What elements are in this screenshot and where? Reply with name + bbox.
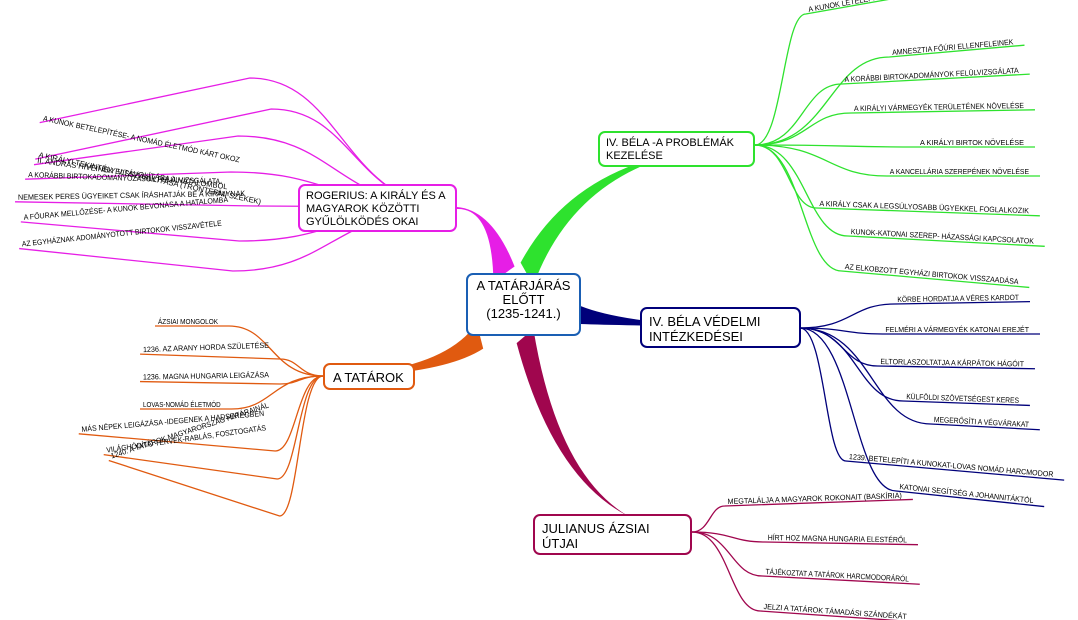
connector-tatarok [323,323,484,377]
leaf-label[interactable]: A KORÁBBI BIRTOKADOMÁNYOK FELÜLVIZSGÁLAT… [844,66,1019,84]
branch-tatarok[interactable]: A TATÁROK [323,363,415,390]
leaf-line [754,144,1040,177]
leaf-lines [15,0,1065,620]
branch-label-line: KEZELÉSE [606,150,663,162]
connector-julianus [516,328,692,533]
branch-label-line: ROGERIUS: A KIRÁLY ÉS A [306,190,446,202]
leaf-line [754,73,1030,146]
branch-label-line: JULIANUS ÁZSIAI [542,521,650,536]
leaf-line [691,531,920,585]
leaf-label[interactable]: A KIRÁLYI VÁRMEGYÉK TERÜLETÉNEK NÖVELÉSE [854,101,1024,113]
leaf-line [754,44,1025,146]
connector-bela-problemak [520,144,755,286]
leaf-line [140,375,324,410]
central-topic-line: (1235-1241.) [486,306,561,321]
branch-label-line: GYŰLÖLKÖDÉS OKAI [306,216,419,228]
central-topic[interactable]: A TATÁRJÁRÁS ELŐTT (1235-1241.) [466,273,581,336]
leaf-line [754,144,1030,289]
leaf-line [754,144,1035,148]
leaf-label[interactable]: KUNOK-KATONAI SZEREP- HÁZASSÁGI KAPCSOLA… [851,227,1034,246]
leaf-label[interactable]: HÍRT HOZ MAGNA HUNGARIA ELESTÉRŐL [768,533,907,544]
leaf-label[interactable]: JELZI A TATÁROK TÁMADÁSI SZÁNDÉKÁT [763,602,907,620]
leaf-label[interactable]: A KIRÁLYI BIRTOK NÖVELÉSE [920,138,1024,147]
branch-label-line: ÚTJAI [542,536,579,551]
leaf-line [799,327,1030,407]
branch-rogerius[interactable]: ROGERIUS: A KIRÁLY ÉS A MAGYAROK KÖZÖTTI… [298,184,457,232]
leaf-line [103,375,324,480]
leaf-line [799,300,1030,329]
leaf-line [799,327,1065,481]
branch-bela-problemak[interactable]: IV. BÉLA -A PROBLÉMÁK KEZELÉSE [598,131,755,167]
branch-label-line: A TATÁROK [333,370,404,385]
branch-label-line: INTÉZKEDÉSEI [649,329,743,344]
leaf-label[interactable]: MEGTALÁLJA A MAGYAROK ROKONAIT (BASKÍRIA… [727,491,902,506]
connectors [323,144,800,533]
leaf-label[interactable]: 1236. MAGNA HUNGARIA LEIGÁZÁSA [143,370,270,381]
leaf-line [691,531,918,546]
leaf-label[interactable]: 1239. BETELEPÍTI A KUNOKAT-LOVAS NOMÁD H… [849,452,1055,479]
leaf-label[interactable]: ÁZSIAI MONGOLOK [158,317,218,326]
leaf-line [78,375,324,452]
leaf-label[interactable]: A KIRÁLY CSAK A LEGSÚLYOSABB ÜGYEKKEL FO… [819,199,1029,215]
leaf-line [754,144,1045,247]
leaf-label[interactable]: ELTORLASZOLTATJA A KÁRPÁTOK HÁGÓIT [880,357,1024,369]
branch-label-line: IV. BÉLA -A PROBLÉMÁK [606,137,734,149]
branch-julianus[interactable]: JULIANUS ÁZSIAI ÚTJAI [533,514,692,555]
leaf-label[interactable]: A KUNOK LETELEPÍTÉSE-SZÉTTELEPÍTÉSE, MEG… [808,0,1012,14]
leaf-label[interactable]: KÜLFÖLDI SZÖVETSÉGEST KERES [906,392,1019,405]
leaf-label[interactable]: KÖRBE HORDATJA A VÉRES KARDOT [897,293,1019,304]
branch-label-line: IV. BÉLA VÉDELMI [649,314,761,329]
leaf-label[interactable]: FELMÉRI A VÁRMEGYÉK KATONAI EREJÉT [885,325,1029,334]
leaf-line [799,327,1045,508]
leaf-line [691,531,899,620]
leaf-line [155,325,324,377]
branch-label-line: MAGYAROK KÖZÖTTI [306,203,420,215]
leaf-label[interactable]: A KANCELLÁRIA SZEREPÉNEK NÖVELÉSE [890,167,1029,176]
leaf-label[interactable]: NEMESEK PERES ÜGYEIKET CSAK ÍRÁSHATJÁK B… [18,189,245,202]
central-topic-line: A TATÁRJÁRÁS [476,278,571,293]
leaf-label[interactable]: LOVAS-NOMÁD ÉLETMÓD [143,400,221,409]
leaf-line [140,353,324,377]
leaf-label[interactable]: AZ EGYHÁZNAK ADOMÁNYOTOTT BIRTOKOK VISSZ… [21,219,222,249]
leaf-line [754,0,889,146]
leaf-label[interactable]: 1236. AZ ARANY HORDA SZÜLETÉSE [143,341,269,354]
branch-bela-vedelmi[interactable]: IV. BÉLA VÉDELMI INTÉZKEDÉSEI [640,307,801,348]
connector-bela-vedelmi [579,306,800,329]
leaf-line [691,498,913,533]
leaf-line [799,327,1040,335]
leaf-line [799,327,1040,431]
connector-rogerius [457,207,515,282]
leaf-line [754,109,1035,146]
leaf-line [108,375,324,517]
leaf-label[interactable]: AMNESZTIA FŐÚRI ELLENFELEINEK [892,37,1014,57]
leaf-label[interactable]: TÁJÉKOZTAT A TATÁROK HARCMODORÁRÓL [765,567,909,584]
central-topic-line: ELŐTT [502,292,545,307]
